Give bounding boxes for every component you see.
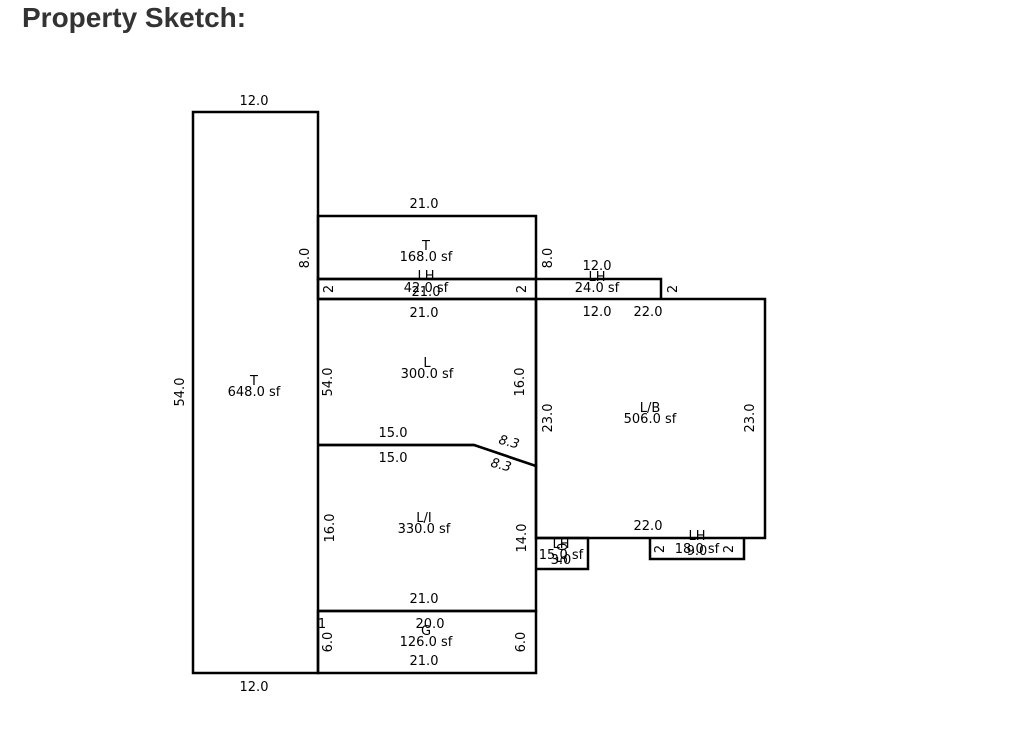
dimension-label: 21.0	[410, 592, 439, 607]
area-label-size: 330.0 sf	[398, 522, 451, 537]
area-label-code: LH	[417, 269, 434, 284]
dimension-label: 54.0	[173, 378, 188, 407]
page-title: Property Sketch:	[22, 2, 247, 33]
dimension-label: 14.0	[515, 524, 530, 553]
dimension-label: 1	[318, 617, 326, 632]
dimension-label: 54.0	[321, 368, 336, 397]
dimension-label: 2	[722, 545, 737, 553]
area-label-size: 42.0 sf	[404, 281, 449, 296]
dimension-label: 16.0	[513, 368, 528, 397]
area-label-size: 24.0 sf	[575, 281, 620, 296]
area-lh-24-outline	[536, 277, 663, 299]
dimension-label: 8.3	[489, 456, 513, 476]
area-lh-15-outline	[536, 536, 590, 571]
area-label-size: 300.0 sf	[401, 367, 454, 382]
dimension-label: 8.0	[541, 248, 556, 269]
dimension-label: 2	[653, 545, 668, 553]
area-label-code: LH	[552, 537, 569, 552]
dimension-label: 8.0	[298, 248, 313, 269]
area-label-code: G	[421, 624, 431, 639]
area-label-code: T	[249, 374, 258, 389]
dimension-label: 2	[322, 285, 337, 293]
dimension-label: 16.0	[323, 514, 338, 543]
dimension-label: 15.0	[379, 426, 408, 441]
dimension-label: 15.0	[379, 451, 408, 466]
dimension-label: 22.0	[634, 519, 663, 534]
dimension-label: 12.0	[240, 680, 269, 695]
dimension-label: 12.0	[583, 305, 612, 320]
dimension-label: 8.3	[497, 433, 521, 453]
area-lh-18-outline	[648, 538, 746, 561]
area-label-code: L/B	[640, 401, 661, 416]
area-label-code: LH	[688, 529, 705, 544]
dimension-label: 6.0	[321, 632, 336, 653]
area-label-size: 126.0 sf	[400, 635, 453, 650]
area-label-size: 18.0 sf	[675, 542, 720, 557]
dimension-label: 20.0	[416, 617, 445, 632]
area-label-code: T	[421, 239, 430, 254]
dimension-label: 23.0	[541, 404, 556, 433]
dimension-label: 22.0	[634, 305, 663, 320]
area-t-648-outline	[191, 110, 320, 675]
dimension-label: 12.0	[240, 94, 269, 109]
dimension-label: 6.0	[514, 632, 529, 653]
dimension-label: 12.0	[583, 259, 612, 274]
area-label-size: 506.0 sf	[624, 412, 677, 427]
dimension-label: 3.0	[551, 553, 572, 568]
dimension-label: 21.0	[410, 654, 439, 669]
dimension-label: 21.0	[410, 306, 439, 321]
dimension-label: 21.0	[410, 197, 439, 212]
area-label-size: 648.0 sf	[228, 385, 281, 400]
area-label-size: 15.0 sf	[539, 548, 584, 563]
dimension-label: 2	[666, 285, 681, 293]
area-g-126-outline	[316, 609, 538, 675]
dimension-label: 21.0	[412, 285, 441, 300]
dimension-label: 5.0	[556, 543, 571, 564]
dimension-label: 9.0	[687, 544, 708, 559]
area-label-code: L	[423, 356, 431, 371]
area-label-code: L/I	[416, 511, 431, 526]
dimension-label: 23.0	[743, 404, 758, 433]
area-label-code: LH	[588, 270, 605, 285]
dimension-label: 2	[515, 285, 530, 293]
area-label-size: 168.0 sf	[400, 250, 453, 265]
